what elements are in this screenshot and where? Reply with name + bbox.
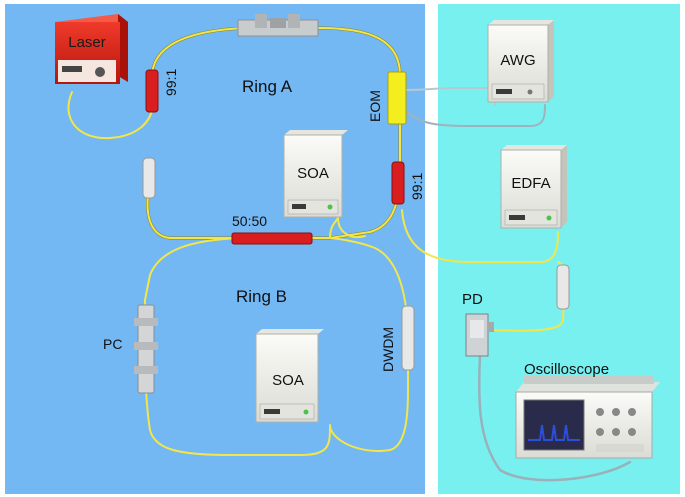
edfa-link-fiber [401,209,559,263]
awg-label: AWG [500,52,535,69]
ring-b-label: Ring B [236,287,287,306]
soa-bottom-device: SOA [255,329,324,423]
coupler-50-50: 50:50 [231,213,313,245]
soa-bottom-label: SOA [272,372,304,389]
laser-label: Laser [68,34,106,51]
soa-a-fiber [337,217,366,238]
awg-cable-2 [404,104,546,127]
coupler-50-50-label: 50:50 [232,213,267,229]
oscilloscope-device: Oscilloscope [515,361,660,459]
coupler-99-1-left: 99:1 [145,69,179,113]
coupler-99-1-right-label: 99:1 [409,173,425,200]
laser-output-fiber [67,91,153,140]
fiber-bench-component [237,14,319,37]
photodetector-device: PD [462,291,494,357]
soa-top-label: SOA [297,165,329,182]
pd-label: PD [462,291,483,308]
eom-label: EOM [367,90,383,122]
edfa-device: EDFA [500,145,567,229]
coupler-99-1-right: 99:1 [391,161,425,205]
awg-device: AWG [487,20,554,103]
oscilloscope-label: Oscilloscope [524,361,609,378]
oscilloscope-pulse-trace [528,424,580,441]
ring-a-label: Ring A [242,77,293,96]
edfa-label: EDFA [511,175,550,192]
soa-top-device: SOA [283,130,348,218]
isolator-right [556,264,570,310]
laser-device: Laser [55,14,128,84]
isolator-left [142,157,156,199]
polarization-controller: PC [103,304,158,394]
dwdm-label: DWDM [380,327,396,372]
ring-panel [5,4,425,494]
coupler-99-1-left-label: 99:1 [163,69,179,96]
eom-component: EOM [367,71,407,125]
awg-cable-1 [404,87,496,106]
pc-label: PC [103,336,122,352]
pd-to-scope-cable [477,353,632,482]
dwdm-component: DWDM [380,305,415,372]
